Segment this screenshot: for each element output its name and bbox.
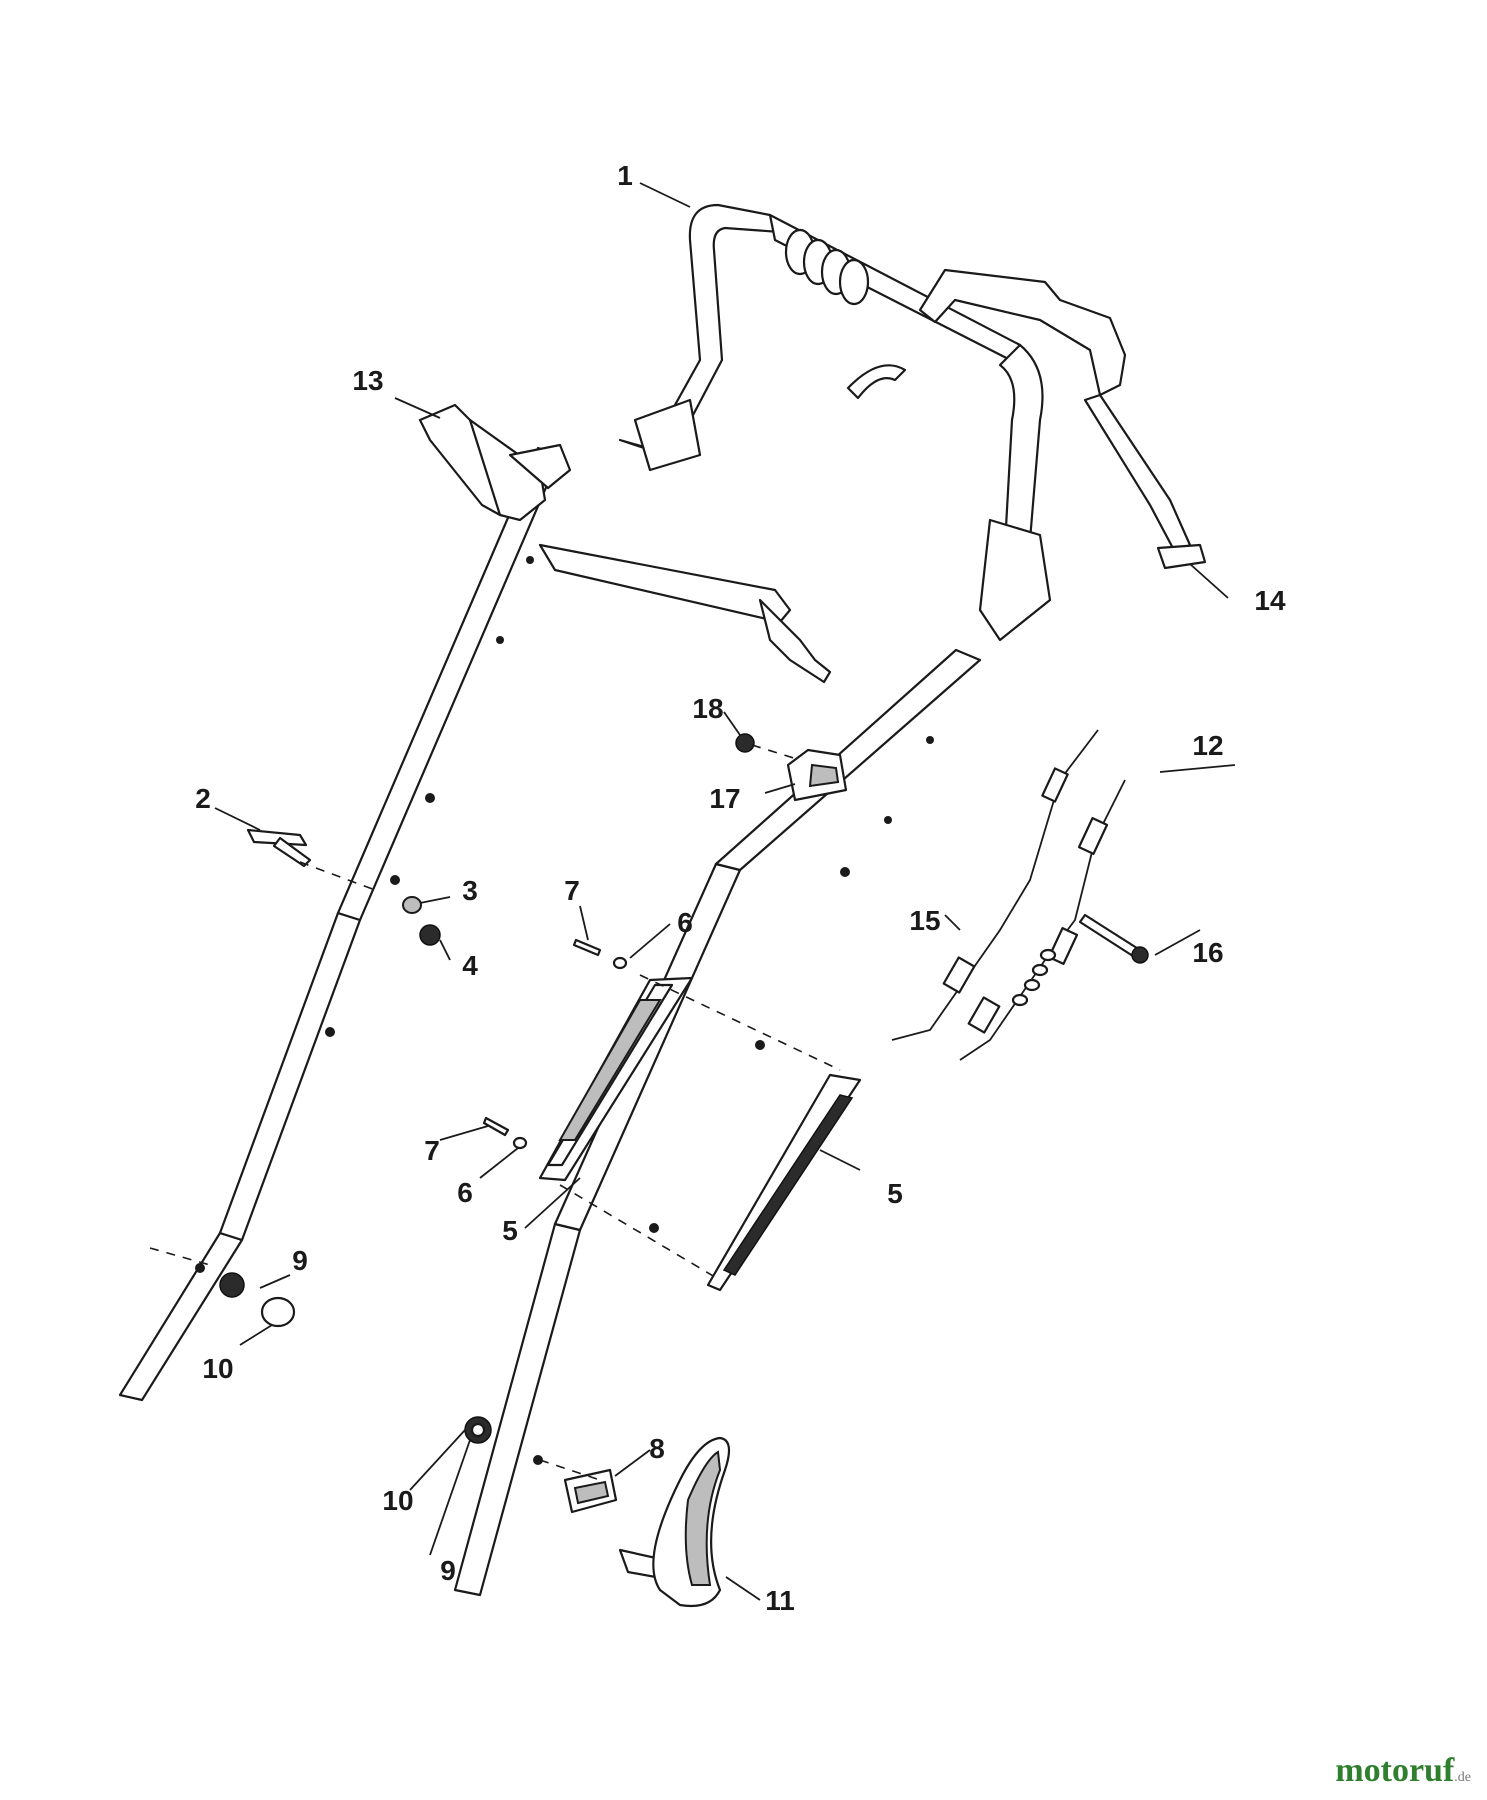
callout-3: 3: [462, 875, 478, 906]
callout-5a: 5: [502, 1215, 518, 1246]
callout-14: 14: [1254, 585, 1286, 616]
callout-1: 1: [617, 160, 633, 191]
washer-part-6b: [512, 1136, 528, 1150]
watermark-logo: motoruf.de: [1335, 1752, 1471, 1790]
screw-part-7a: [572, 938, 602, 957]
callout-12: 12: [1192, 730, 1223, 761]
slide-cover-right: [706, 1073, 862, 1292]
callout-10a: 10: [202, 1353, 233, 1384]
cable-part-15: [891, 729, 1099, 1041]
nut-part-18: [735, 733, 755, 753]
callout-9a: 9: [292, 1245, 308, 1276]
callout-5b: 5: [887, 1178, 903, 1209]
cable-loops: [1011, 948, 1057, 1007]
slide-bracket-left: [538, 976, 694, 1182]
clamp-block-part-8: [563, 1468, 618, 1514]
callout-9b: 9: [440, 1555, 456, 1586]
nut-part-9a: [219, 1272, 245, 1298]
grip-rings: [784, 228, 870, 306]
callout-16: 16: [1192, 937, 1223, 968]
callout-18: 18: [692, 693, 723, 724]
quick-release-lever-part-11: [618, 1436, 731, 1608]
washer-part-6a: [612, 956, 628, 970]
callout-10b: 10: [382, 1485, 413, 1516]
callout-2: 2: [195, 783, 211, 814]
leader-lines: [214, 182, 1236, 1601]
callout-15: 15: [909, 905, 940, 936]
watermark-tld: .de: [1454, 1770, 1471, 1785]
callout-6b: 6: [457, 1177, 473, 1208]
callout-13: 13: [352, 365, 383, 396]
callout-labels: 1 2 3 4 5 5 6 6 7 7 8 9 9 10 10 11 12 13…: [195, 160, 1286, 1616]
callout-7a: 7: [564, 875, 580, 906]
callout-7b: 7: [424, 1135, 440, 1166]
knob-part-10a: [260, 1296, 296, 1328]
callout-17: 17: [709, 783, 740, 814]
callout-4: 4: [462, 950, 478, 981]
left-lower-tube: [118, 446, 562, 1402]
bolt-part-2: [246, 828, 312, 868]
upper-handle: [618, 203, 1052, 642]
control-lever: [418, 403, 832, 684]
watermark-brand: motoruf: [1335, 1752, 1455, 1789]
nut-part-4: [419, 924, 441, 946]
block-part-17: [786, 748, 848, 802]
callout-8: 8: [649, 1433, 665, 1464]
washer-part-3: [402, 896, 422, 914]
screw-part-7b: [482, 1116, 510, 1137]
callout-6a: 6: [677, 907, 693, 938]
drive-bail: [918, 268, 1207, 570]
assembly-lines: [149, 744, 841, 1481]
cable-part-12: [959, 779, 1126, 1061]
knob-part-10b: [470, 1422, 486, 1438]
pin-part-16: [1078, 913, 1149, 964]
callout-11: 11: [765, 1585, 795, 1616]
